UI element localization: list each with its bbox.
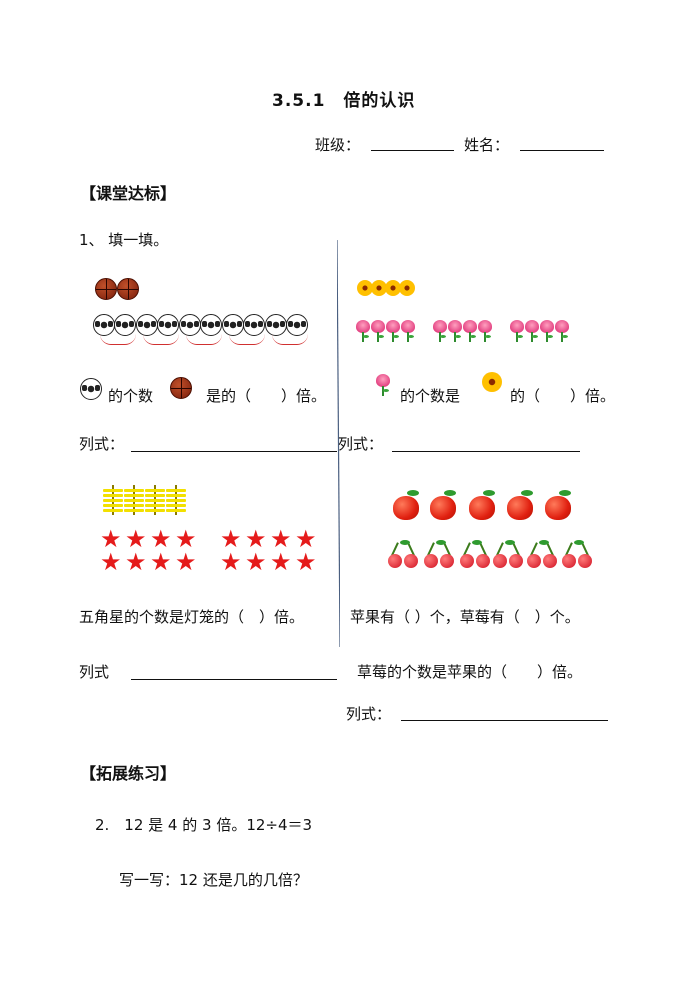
formula-blank-1b[interactable] [392,451,580,452]
soccer-ball-icon [80,378,102,400]
class-blank[interactable] [371,150,454,151]
pink-flower-icon [376,374,390,396]
cherry-icon [493,540,527,570]
cherry-icon [460,540,494,570]
question-1d-text: 苹果有（ ）个，草莓有（ ）个。 [350,608,580,626]
formula-blank-1c[interactable] [131,679,337,680]
soccer-ball-icon [286,314,308,336]
question-1b-text-end: 的（ ）倍。 [510,387,616,405]
grouping-arc [272,334,308,345]
red-star-icon: ★ [295,548,317,576]
yellow-pansy-icon [399,280,415,296]
formula-label-1c: 列式 [79,663,110,681]
formula-label-1b: 列式： [338,435,384,453]
red-star-icon: ★ [245,548,267,576]
pink-flower-icon [525,320,539,342]
pink-flower-icon [540,320,554,342]
question-1a-text-end: 是的（ ）倍。 [206,387,327,405]
yellow-pansy-icon [385,280,401,296]
cherry-icon [527,540,561,570]
question-1a-text: 的个数 [108,387,154,405]
formula-blank-1a[interactable] [131,451,337,452]
cherry-icon [388,540,422,570]
yellow-pansy-icon [357,280,373,296]
question-2-subquestion: 写一写：12 还是几的几倍？ [119,871,308,889]
red-star-icon: ★ [175,525,197,553]
apple-icon [507,490,533,520]
question-1-label: 1、 填一填。 [79,231,169,249]
formula-label-1a: 列式： [79,435,125,453]
grouping-arc [143,334,179,345]
pink-flower-icon [478,320,492,342]
pink-flower-icon [386,320,400,342]
red-star-icon: ★ [150,525,172,553]
question-1d-text-2: 草莓的个数是苹果的（ ）倍。 [357,663,583,681]
red-star-icon: ★ [220,525,242,553]
yellow-pansy-icon [482,372,502,392]
cherry-icon [424,540,458,570]
red-star-icon: ★ [125,525,147,553]
soccer-ball-icon [222,314,244,336]
red-star-icon: ★ [270,525,292,553]
pink-flower-icon [433,320,447,342]
pink-flower-icon [555,320,569,342]
basketball-icon [95,278,117,300]
lantern-icon [102,485,124,515]
red-star-icon: ★ [100,548,122,576]
pink-flower-icon [401,320,415,342]
apple-icon [545,490,571,520]
pink-flower-icon [371,320,385,342]
pink-flower-icon [356,320,370,342]
section-heading-extension: 【拓展练习】 [80,764,177,783]
basketball-icon [170,377,192,399]
pink-flower-icon [510,320,524,342]
lantern-icon [144,485,166,515]
apple-icon [469,490,495,520]
formula-blank-1d[interactable] [401,720,608,721]
question-1b-text: 的个数是 [400,387,461,405]
section-heading-practice: 【课堂达标】 [80,184,177,203]
divider-line [337,240,340,647]
lantern-icon [123,485,145,515]
grouping-arc [100,334,136,345]
red-star-icon: ★ [175,548,197,576]
red-star-icon: ★ [270,548,292,576]
name-blank[interactable] [520,150,604,151]
soccer-ball-icon [243,314,265,336]
soccer-ball-icon [179,314,201,336]
basketball-icon [117,278,139,300]
pink-flower-icon [448,320,462,342]
red-star-icon: ★ [125,548,147,576]
lantern-icon [165,485,187,515]
soccer-ball-icon [265,314,287,336]
class-label: 班级： [315,136,361,154]
question-2-label: 2. 12 是 4 的 3 倍。12÷4＝3 [95,816,313,834]
red-star-icon: ★ [220,548,242,576]
grouping-arc [229,334,265,345]
cherry-icon [562,540,596,570]
red-star-icon: ★ [295,525,317,553]
question-1c-text: 五角星的个数是灯笼的（ ）倍。 [79,608,305,626]
name-label: 姓名： [464,136,510,154]
red-star-icon: ★ [100,525,122,553]
soccer-ball-icon [200,314,222,336]
red-star-icon: ★ [150,548,172,576]
soccer-ball-icon [114,314,136,336]
soccer-ball-icon [93,314,115,336]
page-title: 3.5.1 倍的认识 [272,91,416,111]
formula-label-1d: 列式： [346,705,392,723]
grouping-arc [186,334,222,345]
soccer-ball-icon [157,314,179,336]
red-star-icon: ★ [245,525,267,553]
pink-flower-icon [463,320,477,342]
apple-icon [430,490,456,520]
apple-icon [393,490,419,520]
soccer-ball-icon [136,314,158,336]
yellow-pansy-icon [371,280,387,296]
